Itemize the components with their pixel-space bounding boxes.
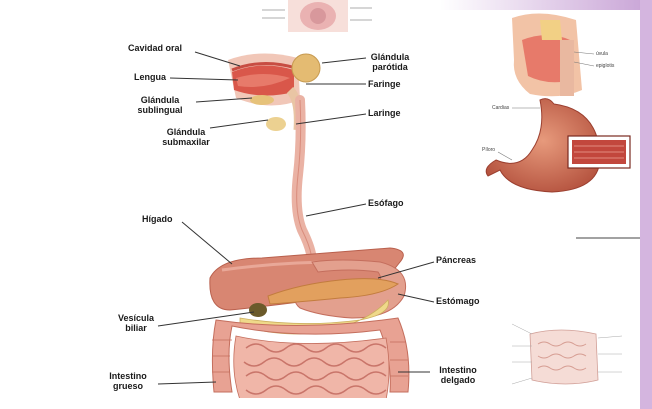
label-estomago: Estómago — [436, 296, 480, 306]
oral-cavity-drawing — [228, 53, 320, 131]
label-intestino-grueso: Intestino grueso — [98, 371, 158, 391]
inset-label-head-a: úvula — [596, 51, 608, 57]
inset-label-cardias: Cardias — [492, 105, 509, 111]
frame-strip-top — [440, 0, 652, 10]
head-inset — [512, 13, 594, 96]
label-laringe: Laringe — [368, 108, 401, 118]
gallbladder-shape — [249, 303, 267, 317]
inset-label-piloro: Píloro — [482, 147, 495, 153]
label-glandula-parotida: Glándula parótida — [362, 52, 418, 72]
label-pancreas: Páncreas — [436, 255, 476, 265]
label-intestino-delgado: Intestino delgado — [428, 365, 488, 385]
label-faringe: Faringe — [368, 79, 401, 89]
parotid-gland-shape — [292, 54, 320, 82]
stomach-inset — [486, 99, 640, 238]
label-vesicula-biliar: Vesícula biliar — [108, 313, 164, 333]
label-lengua: Lengua — [130, 72, 170, 82]
label-glandula-sublingual: Glándula sublingual — [124, 95, 196, 115]
sublingual-gland-shape — [250, 95, 274, 105]
label-glandula-submaxilar: Glándula submaxilar — [150, 127, 222, 147]
frame-strip-right — [640, 0, 652, 409]
label-esofago: Esófago — [368, 198, 404, 208]
inset-label-head-b: epiglotis — [596, 63, 614, 69]
label-higado: Hígado — [142, 214, 173, 224]
digestive-mini-inset — [512, 324, 622, 384]
top-thumbnail — [262, 0, 372, 32]
submaxillary-gland-shape — [266, 117, 286, 131]
esophagus-shape — [297, 100, 312, 262]
label-cavidad-oral: Cavidad oral — [110, 43, 200, 53]
